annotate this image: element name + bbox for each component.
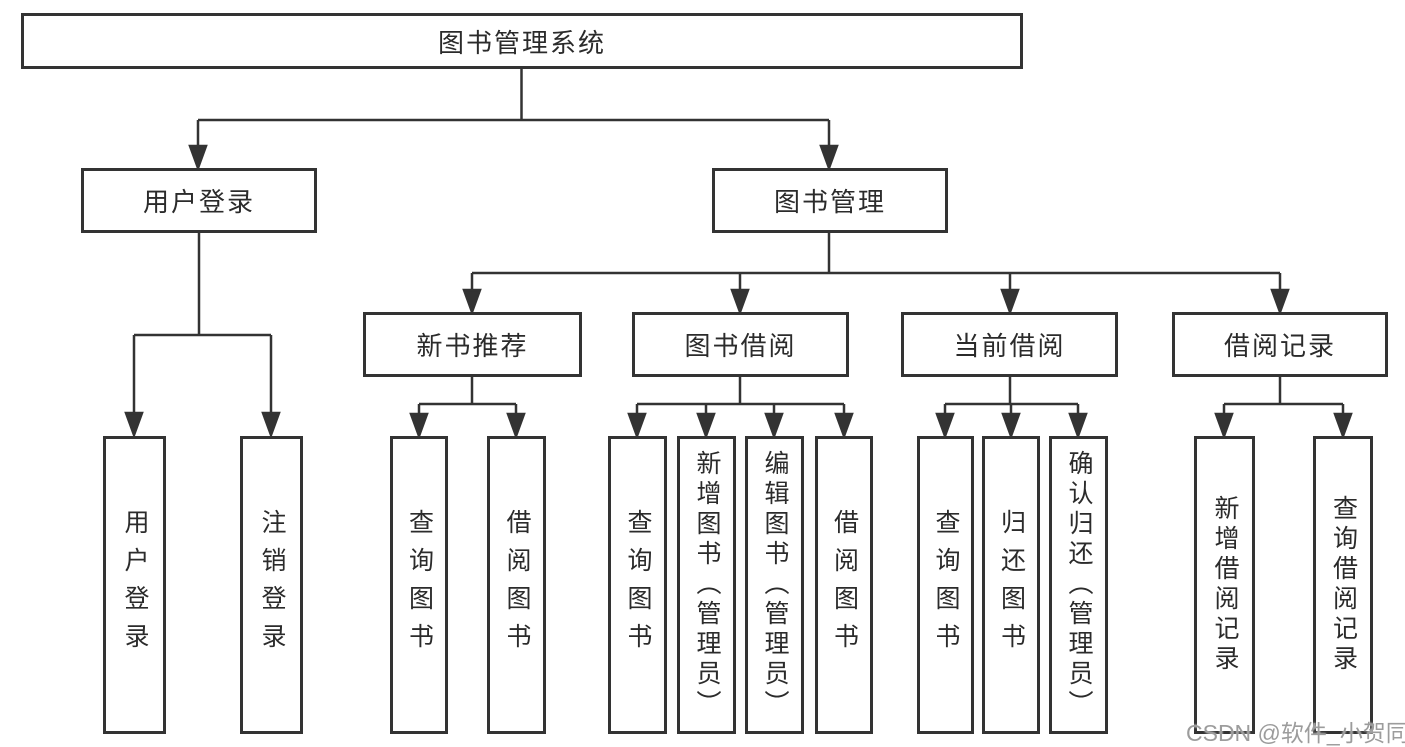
node-user-login: 用户登录 — [81, 168, 317, 233]
leaf-return-books: 归还图书 — [982, 436, 1040, 734]
leaf-confirm-return-admin-label: 确认归还（管理员） — [1065, 450, 1093, 720]
leaf-newbook-borrow-books: 借阅图书 — [487, 436, 546, 734]
arrowhead — [1214, 412, 1234, 440]
arrowhead — [819, 144, 839, 172]
leaf-add-borrow-record-label: 新增借阅记录 — [1211, 495, 1239, 675]
node-current-borrowing: 当前借阅 — [901, 312, 1118, 377]
node-root: 图书管理系统 — [21, 13, 1023, 69]
leaf-query-borrow-record: 查询借阅记录 — [1313, 436, 1373, 734]
leaf-edit-book-admin-label: 编辑图书（管理员） — [761, 450, 789, 720]
leaf-borrow-books: 借阅图书 — [815, 436, 873, 734]
node-current-borrowing-label: 当前借阅 — [953, 331, 1066, 361]
leaf-user-login-label: 用户登录 — [121, 509, 149, 661]
leaf-logout: 注销登录 — [240, 436, 303, 734]
node-root-label: 图书管理系统 — [437, 27, 606, 58]
leaf-user-login: 用户登录 — [103, 436, 166, 734]
connector-mgmt-to-sections — [462, 232, 1290, 316]
leaf-newbook-query-books: 查询图书 — [390, 436, 448, 734]
connector-root-to-level2 — [188, 68, 839, 172]
arrowhead — [1068, 412, 1088, 440]
arrowhead — [1001, 412, 1021, 440]
leaf-borrowing-query-books-label: 查询图书 — [624, 509, 652, 661]
leaf-logout-label: 注销登录 — [258, 509, 286, 661]
watermark-text: CSDN @软件_小贺同学 — [1186, 720, 1405, 746]
leaf-query-borrow-record-label: 查询借阅记录 — [1329, 495, 1358, 675]
arrowhead — [1270, 288, 1290, 316]
arrowhead — [124, 411, 144, 439]
node-book-management-label: 图书管理 — [773, 187, 886, 217]
connector-user-to-leaves — [124, 232, 281, 439]
connector-records-to-leaves — [1214, 377, 1353, 440]
arrowhead — [1333, 412, 1353, 440]
arrowhead — [696, 412, 716, 440]
leaf-borrow-books-label: 借阅图书 — [830, 509, 859, 661]
arrowhead — [409, 412, 429, 440]
arrowhead — [261, 411, 281, 439]
leaf-current-query-books-label: 查询图书 — [932, 509, 960, 661]
leaf-current-query-books: 查询图书 — [917, 436, 974, 734]
node-user-login-label: 用户登录 — [142, 187, 255, 217]
arrowhead — [462, 288, 482, 316]
node-book-management: 图书管理 — [712, 168, 948, 233]
node-new-book-recommend: 新书推荐 — [363, 312, 582, 377]
node-book-borrowing-label: 图书借阅 — [684, 331, 797, 361]
arrowhead — [935, 412, 955, 440]
leaf-add-book-admin: 新增图书（管理员） — [677, 436, 736, 734]
arrowhead — [834, 412, 854, 440]
leaf-return-books-label: 归还图书 — [997, 509, 1026, 661]
arrowhead — [188, 144, 208, 172]
arrowhead — [1000, 288, 1020, 316]
arrowhead — [730, 288, 750, 316]
leaf-edit-book-admin: 编辑图书（管理员） — [745, 436, 804, 734]
node-borrowing-records: 借阅记录 — [1172, 312, 1388, 377]
leaf-add-borrow-record: 新增借阅记录 — [1194, 436, 1255, 734]
leaf-confirm-return-admin: 确认归还（管理员） — [1049, 436, 1108, 734]
node-borrowing-records-label: 借阅记录 — [1223, 331, 1336, 361]
node-new-book-recommend-label: 新书推荐 — [416, 331, 529, 361]
node-book-borrowing: 图书借阅 — [632, 312, 849, 377]
leaf-newbook-borrow-books-label: 借阅图书 — [503, 509, 531, 661]
connector-current-to-leaves — [935, 377, 1088, 440]
arrowhead — [627, 412, 647, 440]
connector-borrowing-to-leaves — [627, 377, 854, 440]
leaf-borrowing-query-books: 查询图书 — [608, 436, 667, 734]
leaf-newbook-query-books-label: 查询图书 — [405, 509, 434, 661]
connector-newbook-to-leaves — [409, 377, 526, 440]
leaf-add-book-admin-label: 新增图书（管理员） — [693, 450, 721, 720]
arrowhead — [506, 412, 526, 440]
arrowhead — [764, 412, 784, 440]
